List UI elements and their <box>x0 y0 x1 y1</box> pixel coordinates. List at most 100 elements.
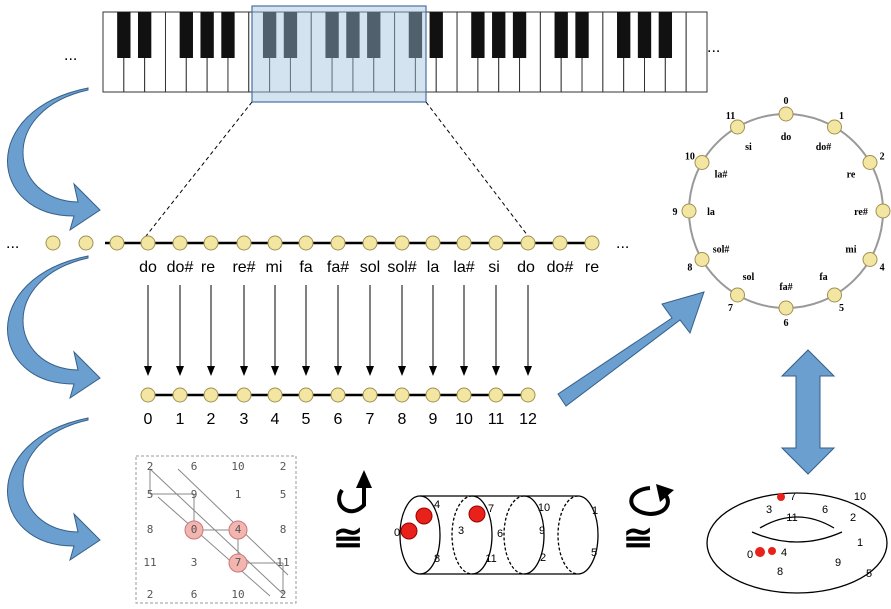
torus-label: 10 <box>854 491 866 503</box>
number-label: 6 <box>334 411 343 428</box>
tonnetz-label: 5 <box>147 488 154 501</box>
cylinder-label: 7 <box>488 503 494 515</box>
note-node <box>362 235 378 251</box>
note-label: do <box>517 259 535 276</box>
tonnetz-label: 2 <box>280 588 287 601</box>
clock-node <box>778 300 794 316</box>
torus-label: 8 <box>777 566 783 578</box>
piano-black-key <box>429 12 443 58</box>
down-arrow-head <box>366 366 374 376</box>
clock-node <box>827 287 842 303</box>
torus-label: 0 <box>747 549 753 561</box>
cylinder-label: 11 <box>485 553 496 565</box>
piano-black-key <box>117 12 131 58</box>
number-label: 8 <box>398 411 407 428</box>
clock-note: si <box>745 142 752 153</box>
clock-node <box>694 155 710 170</box>
number-label: 0 <box>144 411 153 428</box>
tonnetz-label: 0 <box>191 523 198 536</box>
number-label: 5 <box>302 411 311 428</box>
piano-white-key <box>685 11 708 93</box>
curved-arrow <box>7 255 101 400</box>
number-node <box>267 387 283 403</box>
down-arrow-head <box>144 366 152 376</box>
note-node <box>45 235 61 251</box>
clock-node <box>875 203 891 219</box>
number-label: 3 <box>240 411 249 428</box>
note-label: do# <box>547 259 574 276</box>
tonnetz-label: 7 <box>235 556 242 569</box>
piano-black-key <box>575 12 589 58</box>
number-node <box>330 387 346 403</box>
note-label: fa <box>299 259 312 276</box>
piano-black-key <box>200 12 214 58</box>
tonnetz-label: 2 <box>147 588 154 601</box>
note-ellipsis-left: ... <box>6 235 19 252</box>
note-label: la# <box>453 259 474 276</box>
congruent-symbol-1: ≅ <box>333 517 363 558</box>
torus-label: 4 <box>781 547 787 559</box>
piano-black-key <box>512 12 527 58</box>
tonnetz-label: 1 <box>235 488 242 501</box>
clock-node <box>778 106 794 122</box>
clock-note: do# <box>816 142 832 153</box>
down-arrow-head <box>207 366 215 376</box>
number-node <box>203 387 219 403</box>
piano-black-key <box>137 12 152 58</box>
down-arrow-head <box>429 366 437 376</box>
tonnetz-label: 11 <box>143 556 156 569</box>
torus-label: 5 <box>866 568 872 580</box>
cylinder-label: 0 <box>394 527 400 539</box>
number-node <box>425 387 441 403</box>
number-label: 12 <box>519 411 537 428</box>
note-node <box>552 235 568 251</box>
rotate-arrow-vertical-icon <box>337 470 372 514</box>
torus-red-4 <box>768 547 776 555</box>
clock-note: do <box>781 132 792 143</box>
cylinder-red-4 <box>415 507 433 525</box>
cylinder <box>399 495 599 575</box>
clock-note: re <box>847 170 856 181</box>
note-node <box>236 235 252 251</box>
tonnetz-highlight-0 <box>184 520 204 540</box>
clock-number: 4 <box>880 263 885 274</box>
note-label: re <box>585 259 599 276</box>
tonnetz-label: 8 <box>147 523 154 536</box>
note-node <box>394 235 410 251</box>
piano-ellipsis-left: ... <box>64 47 77 64</box>
tonnetz-label: 2 <box>280 460 287 473</box>
tonnetz-label: 10 <box>231 588 244 601</box>
down-arrow-head <box>398 366 406 376</box>
number-node <box>394 387 410 403</box>
piano-ellipsis-right: ... <box>707 39 720 56</box>
torus <box>706 492 888 594</box>
number-node <box>362 387 378 403</box>
number-nodes <box>140 387 536 403</box>
piano-keyboard <box>102 11 708 93</box>
curved-arrow <box>7 87 101 232</box>
note-node <box>520 235 536 251</box>
number-label: 9 <box>429 411 438 428</box>
tonnetz-label: 2 <box>147 460 154 473</box>
clock-node <box>827 119 842 135</box>
number-label: 11 <box>488 411 505 428</box>
piano-black-key <box>283 12 298 58</box>
note-node <box>267 235 283 251</box>
note-label: la <box>427 259 440 276</box>
note-node <box>78 235 94 251</box>
tonnetz-label: 4 <box>235 523 242 536</box>
note-node <box>456 235 472 251</box>
piano-black-key <box>617 12 631 58</box>
torus-label: 2 <box>850 512 856 524</box>
note-node <box>298 235 314 251</box>
piano-black-key <box>554 12 568 58</box>
cylinder-label: 3 <box>458 525 464 537</box>
tonnetz-label: 9 <box>191 488 198 501</box>
clock-node <box>862 252 878 267</box>
down-arrow-head <box>492 366 500 376</box>
clock-number: 2 <box>880 152 885 163</box>
note-label: do <box>139 259 157 276</box>
